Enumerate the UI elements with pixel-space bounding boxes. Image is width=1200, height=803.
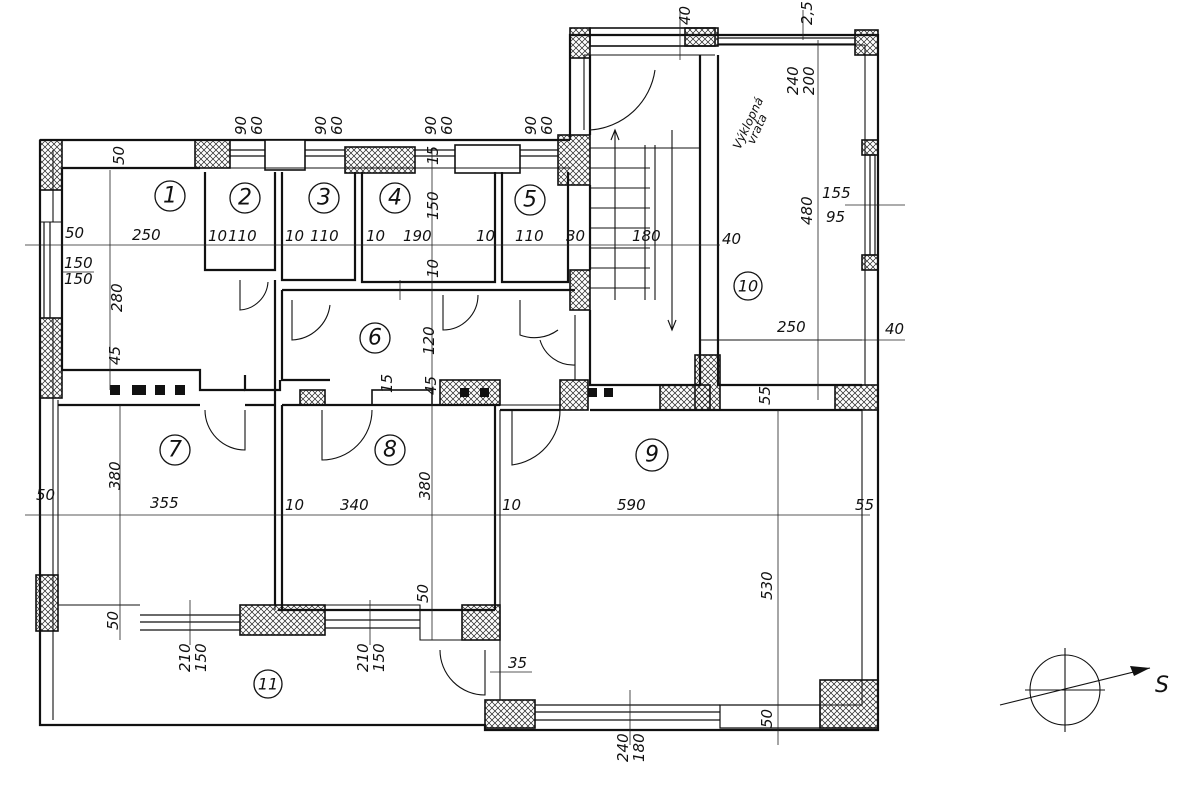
dim-mid-10b: 10	[502, 496, 521, 514]
chimney-flues	[110, 385, 613, 397]
room-10-circle	[733, 271, 763, 301]
compass-south-label: S	[1155, 673, 1169, 698]
dim-gate-window-top: 240	[784, 66, 802, 95]
dim-bottom-50-right: 50	[758, 709, 776, 728]
doors	[204, 55, 656, 696]
room-8-label: 8	[383, 438, 397, 463]
room-7-circle	[159, 434, 191, 466]
room-1-label: 1	[163, 184, 177, 209]
dim-window-2-bottom: 60	[248, 116, 266, 135]
dim-wall-50: 50	[110, 146, 128, 165]
dim-window-9-top: 240	[614, 733, 632, 762]
dim-mid-340: 340	[340, 496, 369, 514]
room-3-circle	[308, 182, 340, 214]
dim-window-8-top: 210	[354, 643, 372, 672]
dim-window-4-bottom: 60	[438, 116, 456, 135]
compass-arrow-icon	[1130, 666, 1150, 676]
dim-row-190: 190	[403, 227, 432, 245]
dim-bottom-50-left: 50	[104, 611, 122, 630]
dim-window-1-top: 150	[64, 254, 93, 272]
dim-mid-55: 55	[855, 496, 874, 514]
dimension-lines	[25, 10, 905, 745]
room-9-circle	[635, 438, 669, 472]
dim-row-10b: 10	[285, 227, 304, 245]
dim-row-180: 180	[632, 227, 661, 245]
hatched-pillars	[35, 27, 879, 729]
room-5-circle	[514, 184, 546, 216]
dim-window-2-top: 90	[232, 116, 250, 135]
dim-row-50: 50	[65, 224, 84, 242]
room-2-circle	[229, 182, 261, 214]
dim-45-mid: 45	[422, 376, 440, 395]
room-6-circle	[359, 322, 391, 354]
dim-row-110c: 110	[515, 227, 544, 245]
dim-mid-355: 355	[150, 494, 179, 512]
dim-gate-side-top: 155	[822, 184, 851, 202]
dim-window-8-bottom: 150	[370, 643, 388, 672]
dim-top-40: 40	[676, 6, 694, 25]
room-1-circle	[154, 180, 186, 212]
room-11-circle	[253, 669, 283, 699]
dim-row-10a: 10	[208, 227, 227, 245]
dim-window-4-top: 90	[422, 116, 440, 135]
dim-window-5-top: 90	[522, 116, 540, 135]
room-6-label: 6	[368, 326, 382, 351]
dim-mid-10a: 10	[285, 496, 304, 514]
dim-380-room7: 380	[106, 461, 124, 490]
dim-480: 480	[798, 196, 816, 225]
dim-window-7-bottom: 150	[192, 643, 210, 672]
dim-row-110b: 110	[310, 227, 339, 245]
dim-280: 280	[108, 283, 126, 312]
dim-150: 150	[424, 191, 442, 220]
dim-window-3-top: 90	[312, 116, 330, 135]
dim-bottom-50-mid: 50	[414, 584, 432, 603]
dim-window-3-bottom: 60	[328, 116, 346, 135]
dim-10-vertical: 10	[424, 259, 442, 278]
room-7-label: 7	[168, 438, 182, 463]
dim-window-7-top: 210	[176, 643, 194, 672]
dim-window-5-bottom: 60	[538, 116, 556, 135]
room-labels: 1 2 3 4 5 6 7 8 9 10 11	[154, 180, 763, 699]
room-5-label: 5	[523, 188, 537, 213]
dim-window-1-bottom: 150	[64, 270, 93, 288]
dim-row-250: 250	[132, 226, 161, 244]
dim-gate-side-bottom: 95	[826, 208, 845, 226]
dim-45-left: 45	[106, 346, 124, 365]
room-4-circle	[379, 182, 411, 214]
room-8-circle	[374, 434, 406, 466]
room-2-label: 2	[238, 186, 252, 211]
dim-250-room10: 250	[777, 318, 806, 336]
compass: S	[999, 648, 1169, 732]
dim-35: 35	[508, 654, 527, 672]
dim-120: 120	[420, 326, 438, 355]
dim-40-right: 40	[885, 320, 904, 338]
dim-row-110a: 110	[228, 227, 257, 245]
room-9-label: 9	[645, 443, 659, 468]
dim-15-mid: 15	[378, 374, 396, 393]
dim-top-25: 2,5	[798, 1, 816, 25]
dim-row-10d: 10	[476, 227, 495, 245]
dim-row-40: 40	[722, 230, 741, 248]
dim-mid-50: 50	[36, 486, 55, 504]
dim-gate-window-bottom: 200	[800, 66, 818, 95]
room-10-label: 10	[738, 277, 758, 296]
dim-15: 15	[424, 146, 442, 165]
room-3-label: 3	[317, 186, 331, 211]
dim-row-30: 30	[566, 227, 585, 245]
room-4-label: 4	[388, 186, 402, 211]
dim-55-top: 55	[756, 386, 774, 405]
dim-row-10c: 10	[366, 227, 385, 245]
staircase	[590, 128, 700, 332]
dim-window-9-bottom: 180	[630, 733, 648, 762]
dim-380-room8: 380	[416, 471, 434, 500]
dim-mid-590: 590	[617, 496, 646, 514]
room-11-label: 11	[258, 675, 278, 694]
dim-530: 530	[758, 571, 776, 600]
